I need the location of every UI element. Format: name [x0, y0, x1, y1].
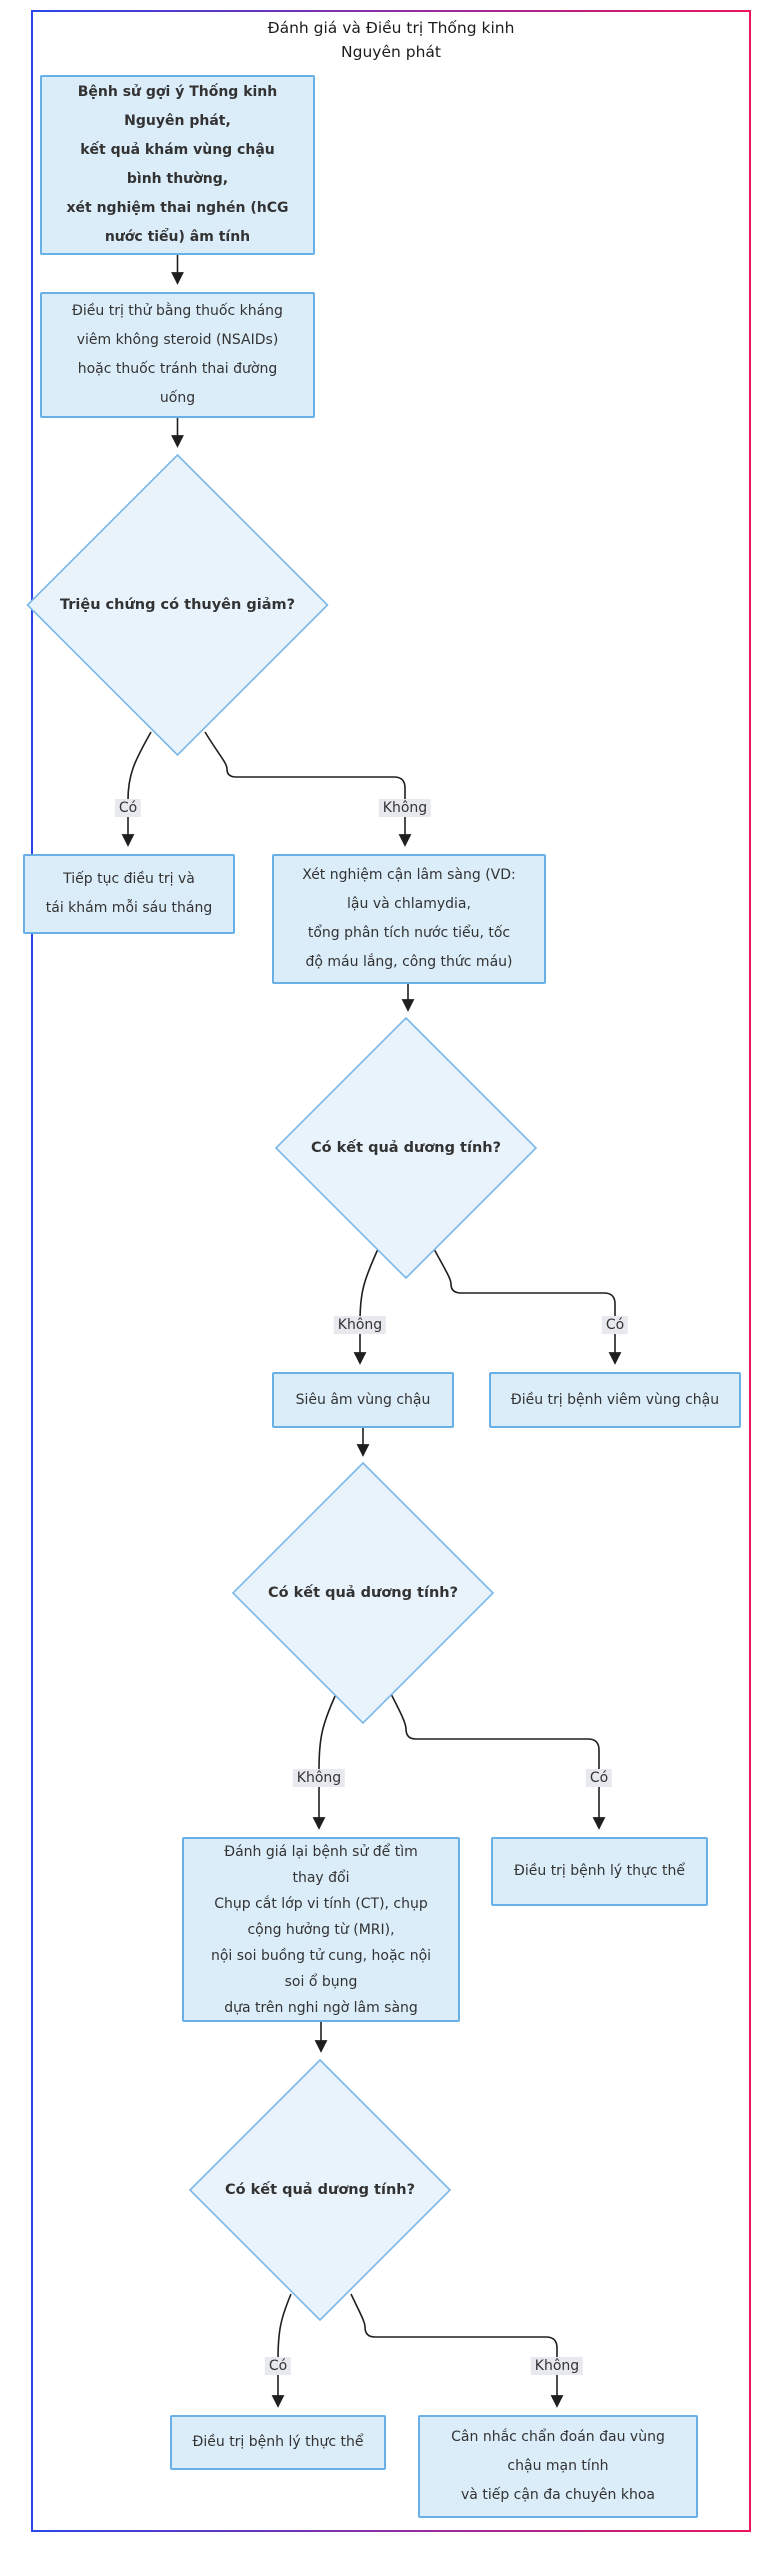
node-treat-organic-physical-1: Điều trị bệnh lý thực thể — [491, 1837, 708, 1906]
edge-label-yes-4: Có — [264, 2357, 292, 2375]
page-title: Đánh giá và Điều trị Thống kinh Nguyên p… — [267, 19, 515, 61]
edge-decision4-yes — [271, 2293, 292, 2408]
node-lab-tests: Xét nghiệm cận lâm sàng (VD: lậu và chla… — [272, 854, 546, 984]
edge-label-yes-2: Có — [601, 1316, 629, 1334]
edge-decision2-no — [353, 1248, 379, 1365]
node-treat-pid: Điều trị bệnh viêm vùng chậu — [489, 1372, 741, 1428]
node-continue-treatment: Tiếp tục điều trị và tái khám mỗi sáu th… — [23, 854, 235, 934]
node-reassess-imaging: Đánh giá lại bệnh sử để tìm thay đổi Chụ… — [182, 1837, 460, 2022]
edge-decision3-yes — [390, 1693, 606, 1830]
decision-diamond-symptom-relief — [26, 453, 329, 757]
edge-label-no-4: Không — [530, 2357, 584, 2375]
decision-text-positive-1: Có kết quả dương tính? — [310, 1140, 501, 1156]
node-history: Bệnh sử gợi ý Thống kinh Nguyên phát, kế… — [40, 75, 315, 255]
decision-diamond-positive-3 — [188, 2058, 452, 2322]
edge-decision2-yes — [433, 1248, 622, 1365]
edge-label-yes-3: Có — [585, 1769, 613, 1787]
edge-decision1-yes — [121, 731, 152, 847]
node-trial-treatment: Điều trị thử bằng thuốc kháng viêm không… — [40, 292, 315, 418]
page-border-frame — [31, 10, 751, 2532]
edge-label-yes-1: Có — [114, 799, 142, 817]
edge-decision4-no — [350, 2293, 564, 2408]
edge-label-no-3: Không — [292, 1769, 346, 1787]
node-pelvic-ultrasound: Siêu âm vùng chậu — [272, 1372, 454, 1428]
edge-decision1-no — [204, 731, 412, 847]
decision-text-positive-2: Có kết quả dương tính? — [267, 1585, 458, 1601]
node-chronic-pelvic-pain: Cân nhắc chẩn đoán đau vùng chậu mạn tín… — [418, 2415, 698, 2518]
decision-text-positive-3: Có kết quả dương tính? — [224, 2182, 415, 2198]
decision-diamond-positive-1 — [274, 1016, 538, 1280]
edge-label-no-2: Không — [333, 1316, 387, 1334]
edge-decision3-no — [312, 1693, 337, 1830]
decision-text-symptom-relief: Triệu chứng có thuyên giảm? — [59, 597, 296, 613]
edge-label-no-1: Không — [378, 799, 432, 817]
node-treat-organic-physical-2: Điều trị bệnh lý thực thể — [170, 2415, 386, 2470]
decision-diamond-positive-2 — [231, 1461, 495, 1725]
